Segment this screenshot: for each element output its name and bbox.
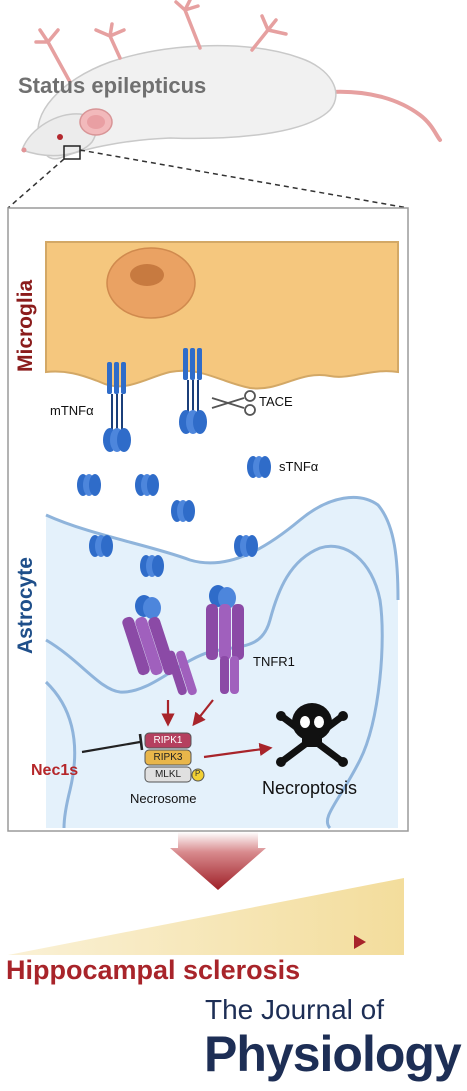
tnfr1-label: TNFR1 [253, 654, 295, 669]
tnfr1-receptor-2 [206, 585, 244, 694]
stnf-trimer [89, 535, 113, 557]
microglia-cell [45, 241, 399, 390]
mtnf-label: mTNFα [50, 403, 94, 418]
mtnf-complex-2 [179, 348, 207, 434]
big-down-arrow [170, 832, 266, 890]
stnf-label: sTNFα [279, 459, 319, 474]
nucleolus [130, 264, 164, 286]
nec1s-label: Nec1s [31, 762, 79, 779]
stnf-trimer [247, 456, 271, 478]
tnfr1-receptor-1 [122, 595, 197, 696]
necroptosis-label: Necroptosis [262, 778, 358, 798]
ripk3-label: RIPK3 [153, 752, 183, 763]
inhibition-line [81, 740, 141, 754]
stnf-trimer [135, 474, 159, 496]
phospho-label: P [195, 769, 201, 778]
mouse-illustration [21, 0, 442, 160]
hippocampal-sclerosis-label: Hippocampal sclerosis [6, 955, 301, 985]
tace-label: TACE [259, 394, 293, 409]
stnf-trimer [171, 500, 195, 522]
stnf-group [77, 456, 271, 577]
stnf-trimer [234, 535, 258, 557]
ripk1-label: RIPK1 [153, 735, 183, 746]
mtnf-complex-1 [103, 362, 131, 452]
progression-arrow-head [354, 935, 366, 949]
zoom-line-right [79, 149, 409, 209]
scissors-icon [211, 390, 256, 416]
skull-icon [276, 703, 348, 767]
arrow-receptor2-necrosome [192, 699, 214, 727]
necrosome-label: Necrosome [130, 791, 197, 806]
journal-name-line2: Physiology [204, 1026, 462, 1082]
stnf-trimer [77, 474, 101, 496]
status-epilepticus-title: Status epilepticus [18, 73, 207, 98]
stnf-trimer [140, 555, 164, 577]
mlkl-box [144, 766, 192, 783]
journal-name-line1: The Journal of [205, 994, 384, 1025]
microglia-label: Microglia [14, 279, 37, 372]
mlkl-label: MLKL [154, 769, 182, 780]
arrow-necrosome-necroptosis [203, 742, 273, 759]
ripk1-box [144, 732, 192, 749]
inhibition-bar [138, 733, 144, 751]
astrocyte-label: Astrocyte [14, 557, 37, 654]
astrocyte-membrane-inner [45, 544, 384, 830]
increase-wedge [8, 878, 404, 955]
ripk3-box [144, 749, 192, 766]
astrocyte-membrane-top [45, 495, 400, 601]
zoom-line-left [7, 158, 65, 209]
astrocyte-membrane-left [44, 680, 77, 829]
phospho-circle [191, 768, 205, 782]
